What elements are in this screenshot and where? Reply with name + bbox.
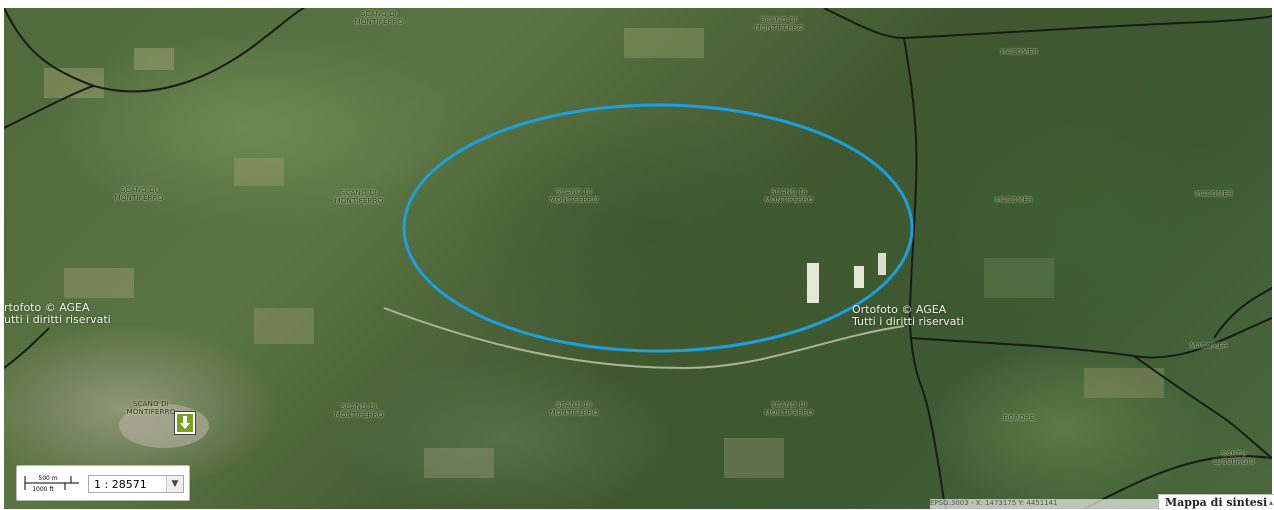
coordinate-text: EPSG:3003 - X: 1473175 Y: 4451141 (930, 499, 1058, 507)
place-label: SCANO DI MONTIFERRO (126, 400, 176, 416)
map-overlay (4, 8, 1272, 509)
place-label: SCANO DI MONTIFERRO (354, 10, 404, 26)
place-label: SCANO DI MONTIFERRO (549, 188, 599, 204)
field-patch (854, 266, 864, 288)
attribution-line: rtofoto © AGEA (4, 301, 90, 314)
expand-icon[interactable]: ▴ (1268, 497, 1273, 507)
road (383, 307, 905, 370)
attribution-line: utti i diritti riservati (4, 313, 111, 326)
place-label: MACOMER (995, 196, 1033, 204)
scale-select[interactable]: 1 : 28571 ▼ (88, 475, 184, 493)
scale-ratio: 1 : 28571 (94, 478, 147, 491)
scale-metric-label: 500 m (38, 475, 57, 482)
overview-label: Mappa di sintesi (1165, 496, 1268, 509)
place-label: SCANO DI MONTIFERRO (549, 401, 599, 417)
place-label: MACOMER (1190, 342, 1228, 350)
place-label: SCANO DI MONTIFERRO (334, 403, 384, 419)
place-label: SCANO DI MONTIFERRO (754, 16, 804, 32)
highlight-ellipse (402, 103, 914, 353)
coordinate-readout: EPSG:3003 - X: 1473175 Y: 4451141 (930, 499, 1160, 509)
place-label: MACOMER (1195, 190, 1233, 198)
scale-control: 500 m 1000 ft 1 : 28571 ▼ (16, 465, 190, 501)
map-canvas[interactable]: SCANO DI MONTIFERRO SCANO DI MONTIFERRO … (4, 8, 1272, 509)
place-label: BORORE (1003, 414, 1035, 422)
field-patch (878, 253, 886, 275)
overview-map-toggle[interactable]: Mappa di sintesi ▴ (1158, 494, 1274, 510)
place-label: SANTU LUSSURGIU (1213, 450, 1255, 466)
place-label: SCANO DI MONTIFERRO (114, 186, 164, 202)
attribution-line: Ortofoto © AGEA (852, 303, 947, 316)
scale-bar: 500 m 1000 ft (24, 475, 79, 493)
place-label: MACOMER (1000, 48, 1038, 56)
scale-imperial-label: 1000 ft (32, 486, 54, 493)
field-patch (807, 263, 819, 303)
terrain-texture (44, 28, 1164, 478)
chevron-down-icon[interactable]: ▼ (166, 476, 183, 492)
place-label: SCANO DI MONTIFERRO (334, 189, 384, 205)
attribution-left: rtofoto © AGEA utti i diritti riservati (4, 302, 111, 326)
download-arrow-icon[interactable] (175, 412, 195, 434)
attribution-line: Tutti i diritti riservati (852, 315, 964, 328)
municipal-boundaries (4, 8, 1272, 509)
place-label: SCANO DI MONTIFERRO (764, 401, 814, 417)
attribution-right: Ortofoto © AGEA Tutti i diritti riservat… (852, 304, 964, 328)
place-label: SCANO DI MONTIFERRO (764, 188, 814, 204)
